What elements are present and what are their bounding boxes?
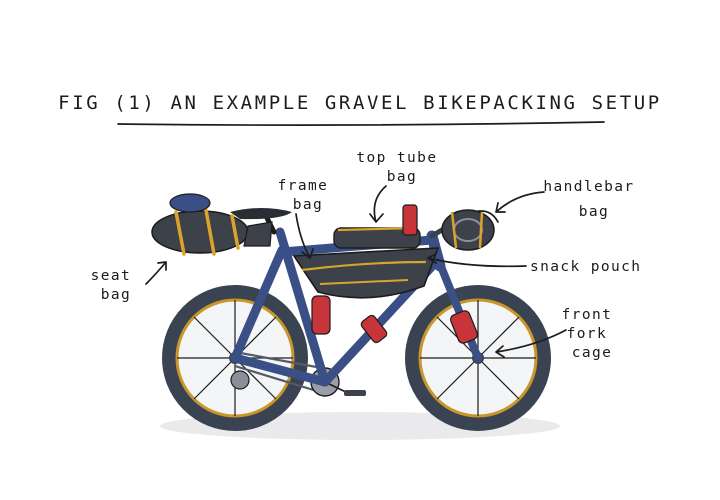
- label-top-tube-bag: top tube bag: [356, 150, 447, 185]
- arrow-snack-pouch: [427, 253, 527, 268]
- arrow-handlebar-bag: [495, 191, 545, 213]
- label-front-fork-cage: front fork cage: [562, 307, 623, 361]
- frame-bag: [292, 247, 440, 299]
- arrow-seat-bag: [145, 261, 167, 285]
- handlebar-bag-straps: [450, 211, 484, 249]
- frame-bottle: [311, 295, 331, 335]
- arrow-frame-bag: [295, 213, 314, 259]
- seat-tube: [275, 227, 330, 387]
- front-tire: [405, 285, 551, 431]
- label-handlebar-bag: handlebar bag: [543, 179, 644, 220]
- handlebar-bag: [441, 209, 495, 251]
- saddle: [230, 208, 292, 220]
- pointer-arrows: [145, 185, 567, 358]
- frame-bag-zip: [301, 260, 427, 272]
- frame-bag-trim: [319, 279, 409, 285]
- rear-derailleur: [230, 370, 250, 390]
- seatstay: [230, 245, 287, 363]
- fork: [436, 260, 482, 362]
- seat-bag: [151, 193, 273, 256]
- handlebar-bag-body: [441, 209, 495, 251]
- downtube-bottle: [360, 314, 388, 344]
- label-seat-bag: seat bag: [91, 268, 142, 303]
- frame-bag-body: [292, 247, 440, 299]
- arrow-top-tube-bag: [369, 185, 387, 223]
- figure-title: FIG (1) AN EXAMPLE GRAVEL BIKEPACKING SE…: [58, 92, 662, 114]
- snack-pouch-body: [402, 204, 418, 236]
- seat-bag-stuff-sack: [169, 193, 211, 213]
- seat-bag-straps: [174, 208, 240, 256]
- pedal: [344, 390, 366, 396]
- fork-cage-bottle: [450, 310, 478, 344]
- arrow-front-fork-cage: [495, 329, 567, 358]
- chain: [234, 350, 323, 394]
- rear-tire: [162, 285, 308, 431]
- chainstay: [230, 353, 330, 387]
- label-snack-pouch: snack pouch: [530, 259, 641, 275]
- seat-bag-neck: [243, 221, 273, 247]
- label-frame-bag: frame bag: [278, 178, 339, 213]
- title-underline: [117, 121, 605, 126]
